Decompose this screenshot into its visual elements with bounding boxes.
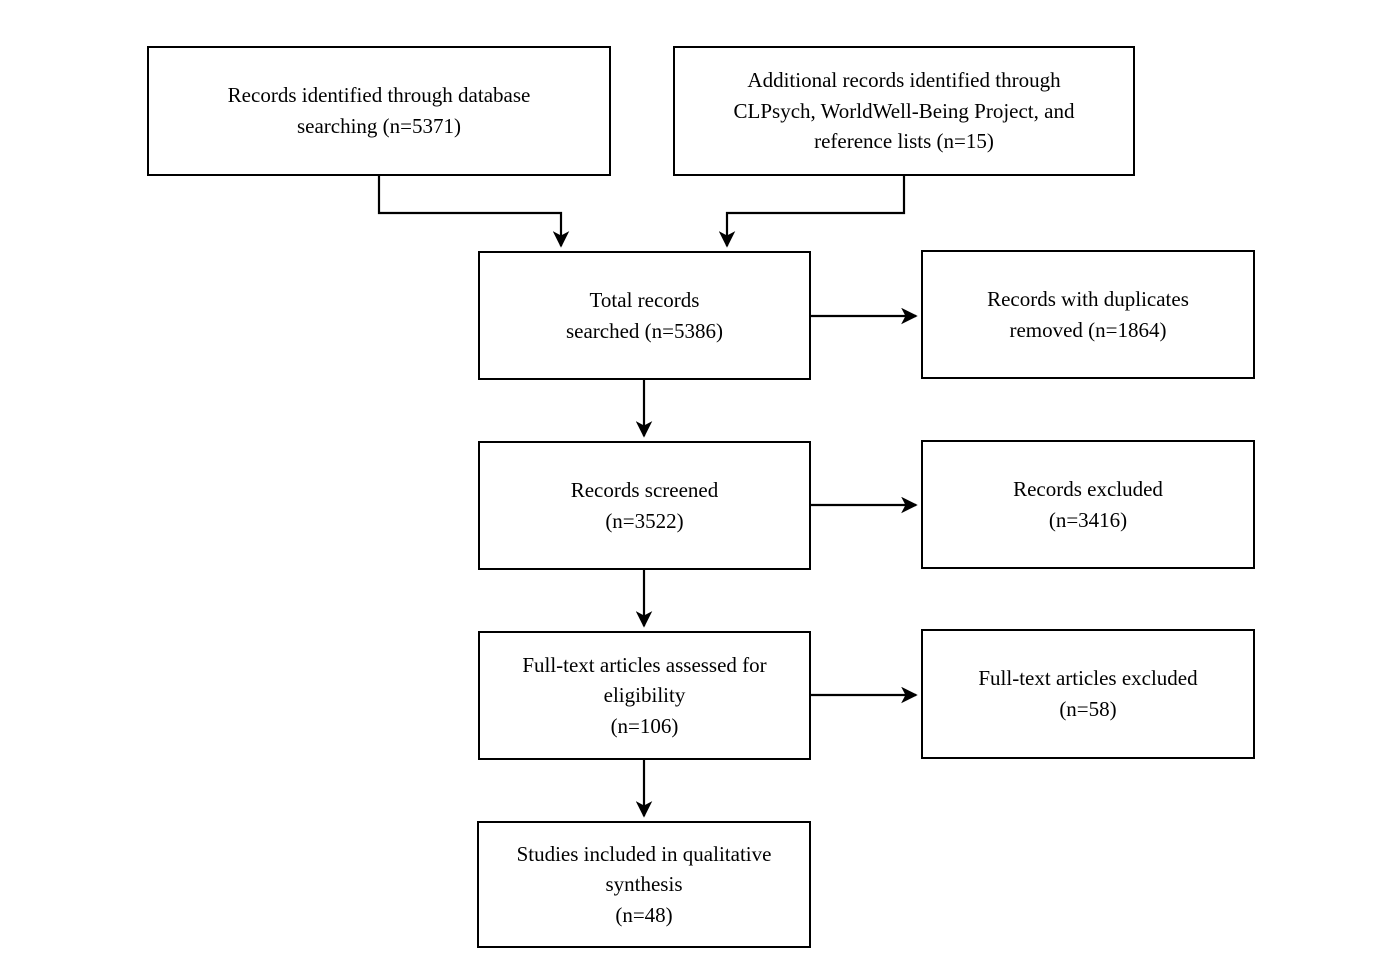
node-fulltext-assessed: Full-text articles assessed for eligibil… <box>478 631 811 760</box>
node-fulltext-excluded-label: Full-text articles excluded (n=58) <box>978 666 1198 721</box>
node-fulltext-assessed-label: Full-text articles assessed for eligibil… <box>522 652 767 738</box>
node-records-excluded-label: Records excluded (n=3416) <box>1013 476 1163 532</box>
node-additional-records-label: Additional records identified through CL… <box>733 68 1075 154</box>
edge-database-to-total <box>377 176 570 248</box>
node-additional-records: Additional records identified through CL… <box>673 46 1135 176</box>
node-studies-included-label: Studies included in qualitative synthesi… <box>516 841 772 927</box>
node-studies-included: Studies included in qualitative synthesi… <box>477 821 811 948</box>
node-duplicates-removed: Records with duplicates removed (n=1864) <box>921 250 1255 379</box>
node-fulltext-excluded: Full-text articles excluded (n=58) <box>921 629 1255 759</box>
node-records-identified-label: Records identified through database sear… <box>227 83 531 138</box>
node-total-records-label: Total records searched (n=5386) <box>565 287 724 343</box>
node-total-records: Total records searched (n=5386) <box>478 251 811 380</box>
node-records-excluded: Records excluded (n=3416) <box>921 440 1255 569</box>
node-duplicates-removed-label: Records with duplicates removed (n=1864) <box>987 286 1189 342</box>
node-records-screened: Records screened (n=3522) <box>478 441 811 570</box>
node-records-identified: Records identified through database sear… <box>147 46 611 176</box>
node-records-screened-label: Records screened (n=3522) <box>570 477 719 533</box>
edge-additional-to-total <box>718 176 906 248</box>
